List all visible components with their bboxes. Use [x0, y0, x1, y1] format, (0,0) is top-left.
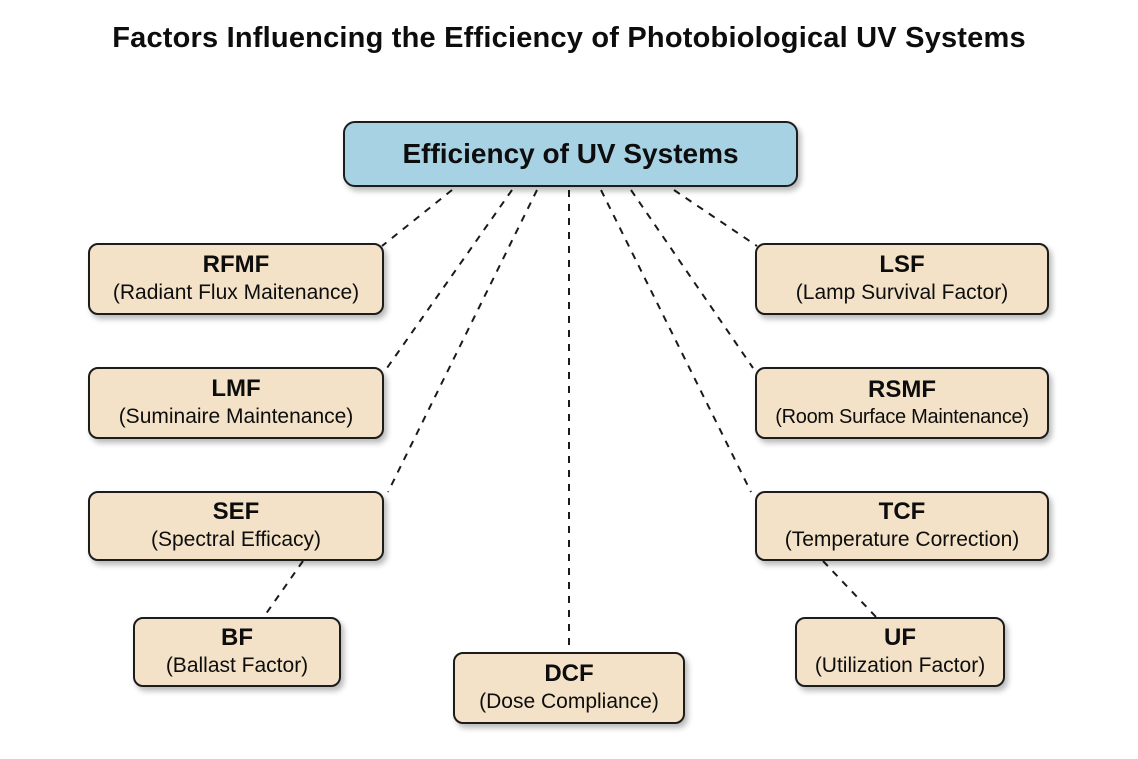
node-lsf-label: (Lamp Survival Factor) — [795, 281, 1009, 305]
node-rfmf-label: (Radiant Flux Maitenance) — [112, 281, 360, 305]
node-bf-acronym: BF — [221, 624, 253, 652]
edge-root-tcf — [600, 189, 752, 493]
edge-root-lsf — [673, 189, 758, 247]
node-bf: BF (Ballast Factor) — [133, 617, 341, 687]
node-lsf: LSF (Lamp Survival Factor) — [755, 243, 1049, 315]
node-rsmf: RSMF (Room Surface Maintenance) — [755, 367, 1049, 439]
node-uf-acronym: UF — [884, 624, 916, 652]
node-rsmf-label: (Room Surface Maintenance) — [775, 405, 1029, 428]
node-tcf: TCF (Temperature Correction) — [755, 491, 1049, 561]
node-dcf-acronym: DCF — [544, 660, 594, 688]
node-sef-acronym: SEF — [212, 498, 260, 526]
node-lsf-acronym: LSF — [879, 251, 925, 279]
node-bf-label: (Ballast Factor) — [165, 654, 309, 678]
node-tcf-acronym: TCF — [878, 498, 926, 526]
node-rfmf: RFMF (Radiant Flux Maitenance) — [88, 243, 384, 315]
node-sef: SEF (Spectral Efficacy) — [88, 491, 384, 561]
edge-root-rsmf — [630, 189, 754, 369]
node-tcf-label: (Temperature Correction) — [784, 528, 1020, 552]
node-lmf: LMF (Suminaire Maintenance) — [88, 367, 384, 439]
edge-root-sef — [387, 189, 538, 493]
node-sef-label: (Spectral Efficacy) — [151, 528, 321, 552]
node-lmf-label: (Suminaire Maintenance) — [118, 405, 354, 429]
diagram-title: Factors Influencing the Efficiency of Ph… — [112, 22, 1026, 54]
edge-sef-bf — [262, 560, 304, 619]
node-lmf-acronym: LMF — [211, 375, 261, 403]
edge-tcf-uf — [822, 560, 878, 619]
edge-root-rfmf — [381, 189, 453, 247]
node-dcf: DCF (Dose Compliance) — [453, 652, 685, 724]
node-uf: UF (Utilization Factor) — [795, 617, 1005, 687]
node-dcf-label: (Dose Compliance) — [479, 690, 659, 714]
root-node-label: Efficiency of UV Systems — [402, 138, 739, 170]
node-uf-label: (Utilization Factor) — [814, 654, 986, 678]
node-rsmf-acronym: RSMF — [868, 376, 936, 404]
root-node-efficiency: Efficiency of UV Systems — [343, 121, 798, 187]
node-rfmf-acronym: RFMF — [202, 251, 270, 279]
